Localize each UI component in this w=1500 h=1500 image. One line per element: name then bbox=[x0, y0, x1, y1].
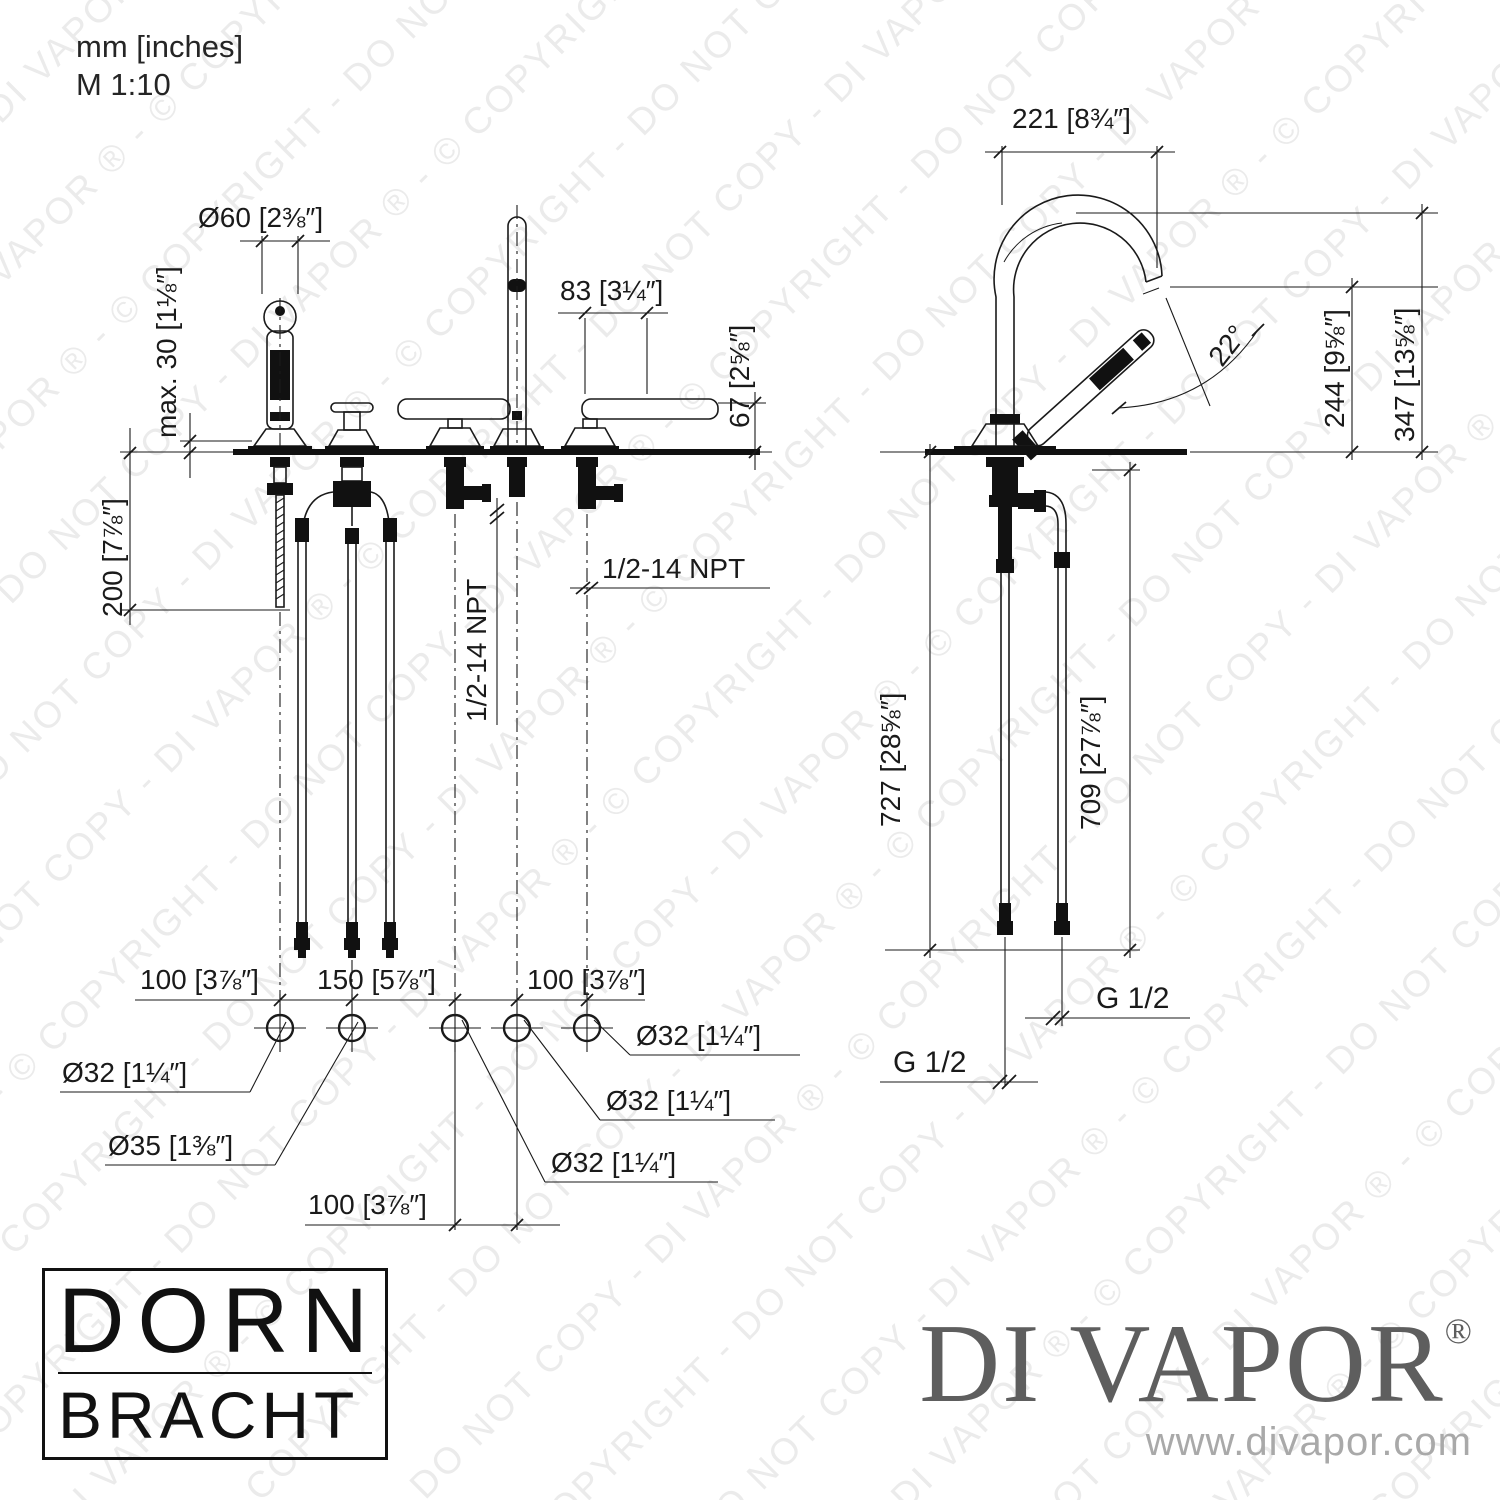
dim-spacing-left: 100 [3⅞″] bbox=[140, 964, 259, 995]
divapor-logo: DI VAPOR® www.divapor.com bbox=[919, 1308, 1472, 1465]
dim-below-deck-depth: 200 [7⅞″] bbox=[97, 498, 128, 617]
deck-side bbox=[925, 449, 1187, 455]
dimension-lines-front bbox=[60, 236, 800, 1230]
registered-mark: ® bbox=[1444, 1311, 1472, 1351]
dimension-lines-side bbox=[880, 146, 1438, 1083]
dim-total-height: 347 [13⅝″] bbox=[1389, 308, 1420, 442]
divapor-website: www.divapor.com bbox=[1145, 1420, 1472, 1464]
below-deck-fittings bbox=[267, 457, 623, 608]
dim-ticks-front bbox=[123, 234, 762, 1232]
base-escutcheon-side bbox=[954, 414, 1056, 451]
dim-hole-diverter: Ø35 [1⅜″] bbox=[108, 1130, 233, 1161]
dim-npt-right: 1/2-14 NPT bbox=[602, 553, 745, 584]
dim-thread-left: G 1/2 bbox=[893, 1046, 966, 1079]
dim-ticks-side bbox=[923, 145, 1429, 1090]
diverter-knob bbox=[325, 402, 379, 450]
dornbracht-logo: DORN BRACHT bbox=[42, 1268, 388, 1460]
dim-hose-length: 709 [27⅞″] bbox=[1075, 696, 1106, 830]
dim-reach: 221 [8¾″] bbox=[1012, 103, 1131, 134]
dim-lever-height: 67 [2⅝″] bbox=[724, 325, 755, 428]
dim-hole-spray: Ø32 [1¼″] bbox=[62, 1057, 187, 1088]
lever-handle-left bbox=[397, 398, 511, 450]
dim-lever-length: 83 [3¼″] bbox=[560, 275, 663, 306]
dim-thread-right: G 1/2 bbox=[1096, 982, 1169, 1015]
sheet-header: mm [inches] M 1:10 bbox=[76, 28, 243, 104]
divapor-logo-name: DI VAPOR® bbox=[919, 1308, 1472, 1420]
dim-hole-lever-left: Ø32 [1¼″] bbox=[551, 1147, 676, 1178]
dornbracht-logo-line1: DORN bbox=[58, 1270, 381, 1372]
lever-handle-right bbox=[561, 398, 719, 450]
dornbracht-logo-line2: BRACHT bbox=[58, 1378, 360, 1453]
centerlines-side bbox=[1004, 937, 1063, 1086]
front-view bbox=[60, 205, 800, 1232]
spout-side bbox=[993, 194, 1163, 449]
divapor-logo-text: DI VAPOR bbox=[919, 1302, 1445, 1426]
centerlines-front bbox=[279, 205, 588, 1002]
dim-deck-max: max. 30 [1⅛″] bbox=[151, 266, 182, 438]
dim-spacing-right: 100 [3⅞″] bbox=[527, 964, 646, 995]
dim-hole-spout: Ø32 [1¼″] bbox=[606, 1085, 731, 1116]
dim-spacing-mid: 150 [5⅞″] bbox=[317, 964, 436, 995]
units-label: mm [inches] bbox=[76, 29, 244, 64]
dim-spout-angle: 22° bbox=[1202, 319, 1252, 371]
deck-front bbox=[233, 449, 760, 455]
dim-spacing-bottom: 100 [3⅞″] bbox=[308, 1189, 427, 1220]
dim-npt-left: 1/2-14 NPT bbox=[461, 579, 492, 722]
drill-holes bbox=[254, 1004, 613, 1052]
supply-hoses-front bbox=[294, 518, 398, 958]
scale-label: M 1:10 bbox=[76, 66, 171, 102]
dim-spray-diameter: Ø60 [2⅜″] bbox=[198, 202, 323, 233]
dim-outlet-height: 244 [9⅝″] bbox=[1319, 309, 1350, 428]
below-deck-side bbox=[986, 457, 1070, 935]
dim-hole-lever-right: Ø32 [1¼″] bbox=[636, 1020, 761, 1051]
dornbracht-logo-rule bbox=[58, 1371, 372, 1374]
side-view bbox=[880, 145, 1438, 1090]
dim-hose-length-total: 727 [28⅝″] bbox=[875, 693, 906, 827]
